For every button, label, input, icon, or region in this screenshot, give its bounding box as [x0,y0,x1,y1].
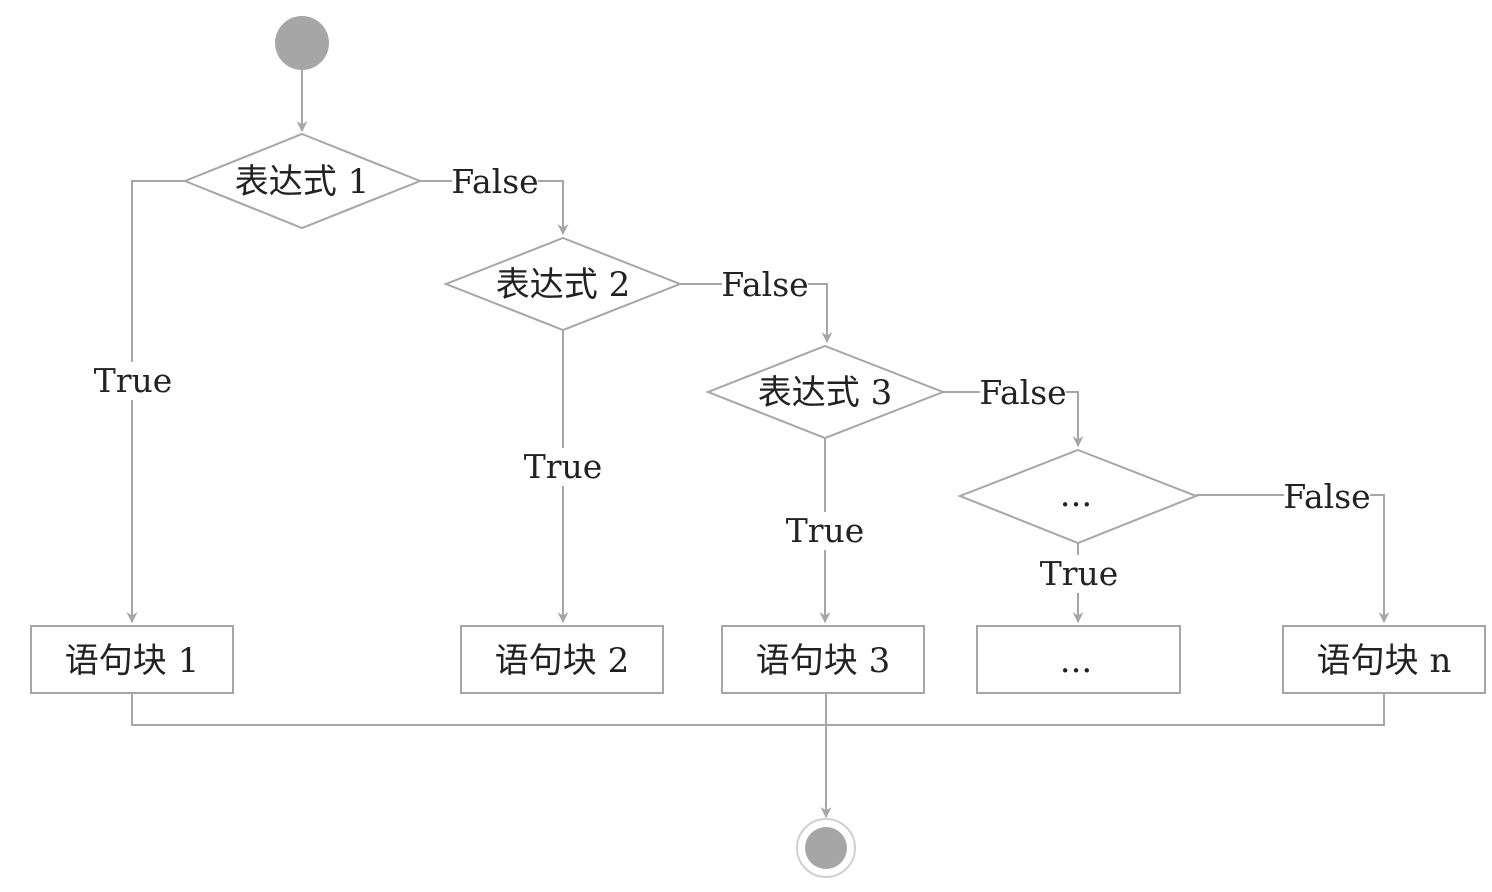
block-3-label: 语句块 3 [756,641,890,681]
edge-d4-false [1196,494,1390,624]
decision-1: 表达式 1 [182,132,423,230]
block-2-label: 语句块 2 [495,641,629,681]
edge-d1-true [126,180,185,624]
block-1-label: 语句块 1 [65,641,199,681]
false-label-2: False [721,265,808,304]
decision-4: ... [957,448,1199,545]
start-node [275,16,329,70]
edge-labels: True False True False True False True Fa… [94,162,1371,593]
block-4-label: ... [1060,641,1092,681]
block-n-label: 语句块 n [1317,641,1452,681]
block-1: 语句块 1 [30,625,234,694]
false-label-3: False [979,373,1066,412]
decision-1-label: 表达式 1 [235,162,369,202]
true-label-4: True [1040,554,1119,593]
merge-line [131,693,1385,726]
false-label-4: False [1283,477,1370,516]
true-label-1: True [94,361,173,400]
block-2: 语句块 2 [460,625,664,694]
false-label-1: False [451,162,538,201]
decision-2-label: 表达式 2 [496,265,630,305]
decision-4-label: ... [1060,475,1092,515]
decision-2: 表达式 2 [443,236,683,332]
block-n: 语句块 n [1282,625,1486,694]
true-label-2: True [524,447,603,486]
block-3: 语句块 3 [721,625,925,694]
true-label-3: True [786,511,865,550]
decision-3: 表达式 3 [705,344,946,440]
block-4: ... [976,625,1181,694]
end-node [796,818,856,878]
decision-3-label: 表达式 3 [758,373,892,413]
